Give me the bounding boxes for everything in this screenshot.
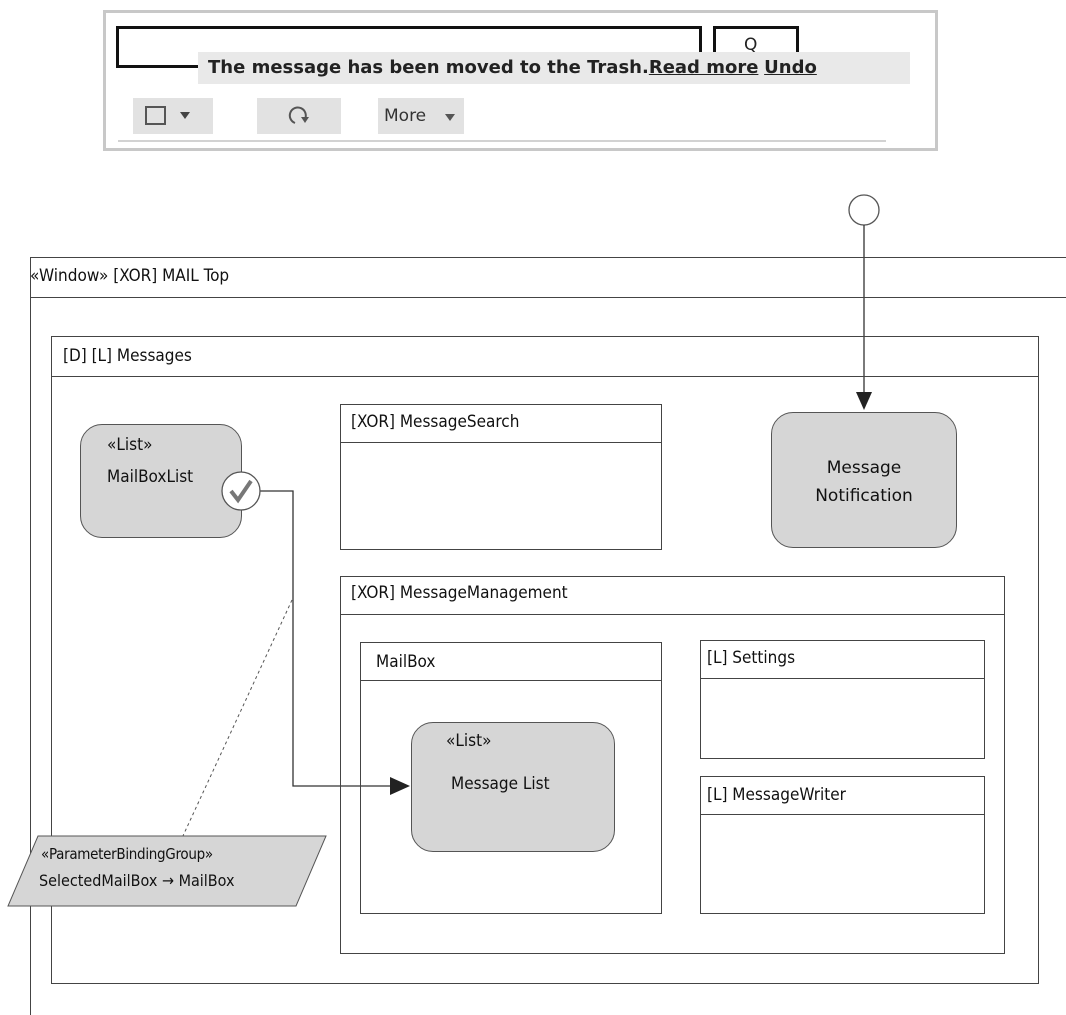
window-left-border: [30, 257, 31, 1015]
mailboxlist-component[interactable]: [80, 424, 242, 538]
messagesearch-label: [XOR] MessageSearch: [351, 412, 520, 432]
settings-label: [L] Settings: [707, 648, 796, 668]
messages-label: [D] [L] Messages: [63, 346, 192, 366]
toast-message: The message has been moved to the Trash.: [208, 57, 649, 78]
mailboxlist-stereotype: «List»: [107, 435, 153, 455]
toolbar-divider: [118, 140, 886, 142]
messagesearch-title-divider: [340, 442, 662, 443]
message-notification-component[interactable]: [771, 412, 957, 548]
more-label: More: [384, 106, 427, 126]
binding-stereotype: «ParameterBindingGroup»: [41, 845, 213, 863]
search-icon: Q: [744, 35, 758, 55]
select-dropdown-button[interactable]: [133, 98, 213, 134]
read-more-link[interactable]: Read more: [648, 57, 759, 78]
messagemanagement-label: [XOR] MessageManagement: [351, 583, 568, 603]
settings-title-divider: [700, 678, 985, 679]
trash-notification-toast: The message has been moved to the Trash.…: [198, 52, 910, 84]
window-title-divider: [30, 297, 1066, 298]
messagewriter-label: [L] MessageWriter: [707, 785, 846, 805]
refresh-button[interactable]: [257, 98, 341, 134]
window-label: «Window» [XOR] MAIL Top: [30, 266, 230, 286]
window-top-border: [30, 257, 1066, 258]
messagesearch-frame: [340, 404, 662, 550]
more-button[interactable]: More: [378, 98, 464, 134]
mailboxlist-name: MailBoxList: [107, 467, 194, 487]
refresh-icon: [288, 106, 309, 124]
notification-line-2: Notification: [815, 486, 913, 506]
undo-link[interactable]: Undo: [764, 57, 817, 78]
chevron-down-icon: [445, 114, 455, 121]
mailbox-label: MailBox: [376, 652, 436, 672]
messagemanagement-title-divider: [340, 614, 1005, 615]
messagewriter-frame: [700, 776, 985, 914]
mailbox-title-divider: [360, 680, 662, 681]
check-circle-icon: [221, 471, 261, 511]
chevron-down-icon: [180, 112, 190, 119]
binding-text: SelectedMailBox → MailBox: [39, 871, 235, 890]
mailbox-frame: [360, 642, 662, 914]
messagelist-name: Message List: [451, 774, 550, 794]
messagewriter-title-divider: [700, 814, 985, 815]
settings-frame: [700, 640, 985, 759]
checkbox-icon: [145, 106, 166, 125]
message-list-component[interactable]: [411, 722, 615, 852]
messagemanagement-frame: [340, 576, 1005, 954]
notification-line-1: Message: [826, 458, 902, 478]
messagelist-stereotype: «List»: [446, 731, 492, 751]
messages-title-divider: [51, 376, 1039, 377]
messages-frame: [51, 336, 1039, 984]
